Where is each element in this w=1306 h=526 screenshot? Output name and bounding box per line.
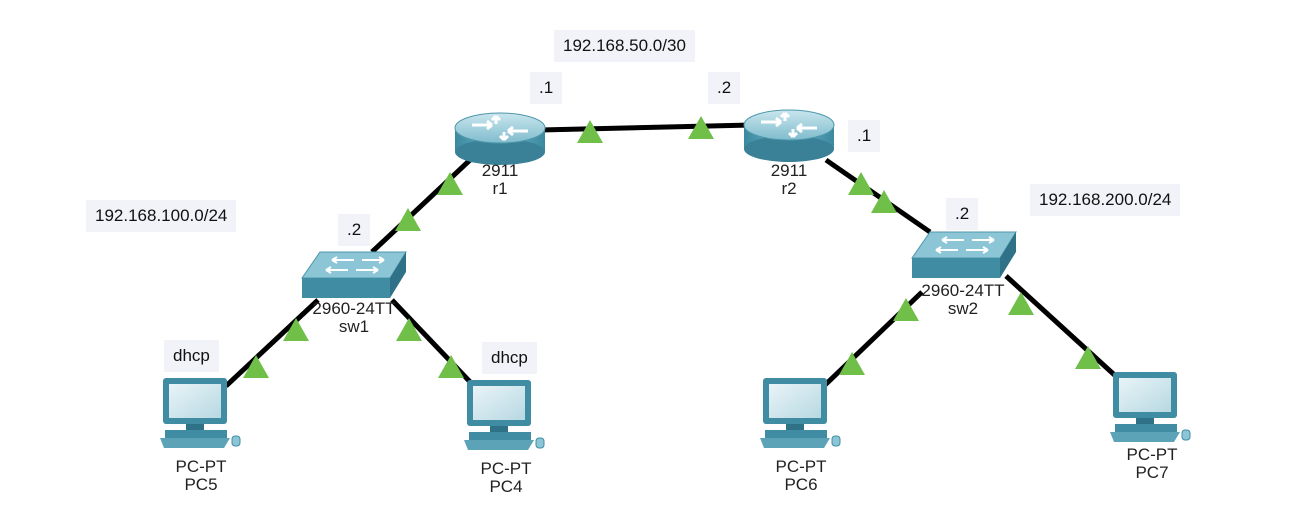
link-sw2-pc7[interactable]	[1004, 274, 1122, 382]
r2-model: 2911	[770, 161, 808, 180]
pc7-model: PC-PT	[1126, 445, 1178, 464]
port-up-icon	[839, 352, 865, 375]
port-up-icon	[688, 116, 714, 139]
pc6-model: PC-PT	[775, 457, 827, 476]
router-icon	[743, 109, 835, 162]
pc4-model: PC-PT	[480, 459, 532, 478]
pc5-model: PC-PT	[175, 457, 227, 476]
r2-name: r2	[781, 179, 797, 198]
sw1-name: sw1	[338, 317, 370, 336]
pc4-name: PC4	[489, 477, 523, 496]
sw1-model: 2960-24TT	[312, 299, 396, 318]
sw2-name: sw2	[947, 299, 979, 318]
r2-label: 2911 r2	[771, 162, 808, 198]
r1-label: 2911 r1	[482, 162, 519, 198]
r1-name: r1	[492, 179, 508, 198]
link-r1-sw1[interactable]	[370, 158, 472, 254]
port-up-icon	[437, 172, 463, 195]
sw2-label: 2960-24TT sw2	[921, 282, 1004, 318]
switch-sw1[interactable]	[301, 251, 407, 298]
pc-icon	[760, 378, 841, 448]
port-up-icon	[871, 190, 897, 213]
pc6-label: PC-PT PC6	[776, 458, 827, 494]
port-status-layer	[243, 116, 1101, 378]
port-up-icon	[396, 318, 422, 341]
r2-lan-ip-note[interactable]: .1	[848, 120, 881, 152]
pc6-name: PC6	[784, 475, 818, 494]
lan2-network-note[interactable]: 192.168.200.0/24	[1030, 184, 1181, 216]
port-up-icon	[848, 172, 874, 195]
port-up-icon	[1075, 346, 1101, 369]
lan1-network-note[interactable]: 192.168.100.0/24	[86, 200, 237, 232]
router-r1[interactable]	[454, 112, 546, 165]
pc4-label: PC-PT PC4	[481, 460, 532, 496]
port-up-icon	[893, 298, 919, 321]
port-up-icon	[243, 355, 269, 378]
port-up-icon	[1008, 292, 1034, 315]
link-sw1-pc4[interactable]	[390, 298, 476, 388]
pc-PC4[interactable]	[464, 380, 545, 450]
sw2-ip-note[interactable]: .2	[946, 198, 979, 230]
pc7-label: PC-PT PC7	[1127, 446, 1178, 482]
port-up-icon	[577, 120, 603, 143]
link-r1-r2[interactable]	[539, 122, 753, 133]
port-up-icon	[438, 355, 464, 378]
sw1-ip-note[interactable]: .2	[338, 214, 371, 246]
wan-network-note[interactable]: 192.168.50.0/30	[554, 30, 695, 62]
switch-sw2[interactable]	[911, 231, 1017, 278]
pc-icon	[464, 380, 545, 450]
pc-icon	[1110, 372, 1191, 442]
sw1-label: 2960-24TT sw1	[312, 300, 395, 336]
port-up-icon	[395, 208, 421, 231]
link-sw1-pc5[interactable]	[224, 298, 320, 388]
switch-icon	[301, 251, 407, 298]
router-icon	[454, 112, 546, 165]
pc-PC7[interactable]	[1110, 372, 1191, 442]
sw2-model: 2960-24TT	[921, 281, 1005, 300]
pc-icon	[160, 378, 241, 448]
pc-PC5[interactable]	[160, 378, 241, 448]
r1-wan-ip-note[interactable]: .1	[530, 72, 563, 104]
pc5-addr-note[interactable]: dhcp	[164, 340, 219, 372]
pc-PC6[interactable]	[760, 378, 841, 448]
switch-icon	[911, 231, 1017, 278]
r1-model: 2911	[481, 161, 519, 180]
pc5-label: PC-PT PC5	[176, 458, 227, 494]
link-r2-sw2[interactable]	[824, 157, 932, 235]
port-up-icon	[283, 318, 309, 341]
r2-wan-ip-note[interactable]: .2	[708, 72, 741, 104]
pc7-name: PC7	[1135, 463, 1169, 482]
pc5-name: PC5	[184, 475, 218, 494]
pc4-addr-note[interactable]: dhcp	[482, 342, 537, 374]
router-r2[interactable]	[743, 109, 835, 162]
